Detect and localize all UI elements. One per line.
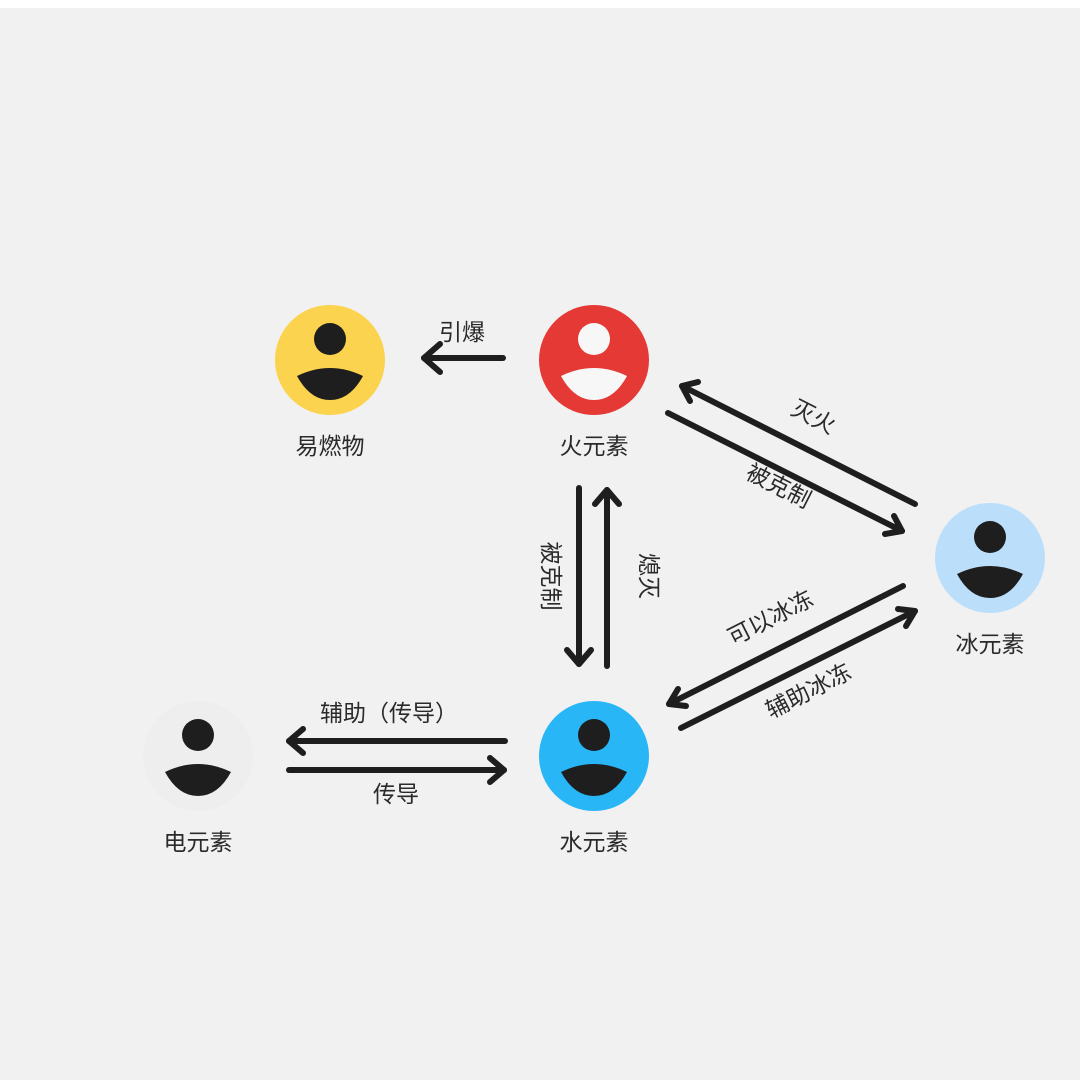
node-label-water: 水元素 xyxy=(560,830,629,856)
edge-label-assist-freeze: 辅助冰冻 xyxy=(762,659,856,724)
arrow-line xyxy=(679,383,918,507)
person-icon xyxy=(297,323,363,400)
edge-label-extinguish: 灭火 xyxy=(787,396,840,440)
node-label-electric: 电元素 xyxy=(164,830,233,856)
arrowhead-icon xyxy=(564,647,594,667)
edge-detonate: 引爆 xyxy=(421,320,506,375)
node-circle xyxy=(143,701,253,811)
node-circle xyxy=(539,701,649,811)
edge-label-conduct: 传导 xyxy=(373,782,419,808)
person-icon xyxy=(561,719,627,796)
edge-label-detonate: 引爆 xyxy=(439,320,485,346)
edge-assist-freeze: 辅助冰冻 xyxy=(678,606,918,731)
node-ice[interactable]: 冰元素 xyxy=(935,503,1045,658)
arrow-line xyxy=(665,410,905,534)
diagram-canvas: 引爆 灭火 被克制 被克制 熄灭 可以冰冻 辅助冰冻 辅助（传导 xyxy=(0,8,1080,1080)
node-circle xyxy=(539,305,649,415)
node-label-fire: 火元素 xyxy=(560,434,629,460)
node-flammable[interactable]: 易燃物 xyxy=(275,305,385,460)
arrow-line xyxy=(666,583,906,707)
edge-label-assist-conduct: 辅助（传导） xyxy=(320,701,458,727)
arrowhead-icon xyxy=(666,686,689,709)
node-fire[interactable]: 火元素 xyxy=(539,305,649,460)
edge-fire-restrained-by-ice: 被克制 xyxy=(665,410,905,537)
edge-quench: 熄灭 xyxy=(592,487,661,669)
arrowhead-icon xyxy=(679,379,701,404)
arrowhead-icon xyxy=(592,487,622,507)
edge-label-restrained-water: 被克制 xyxy=(537,542,563,611)
edge-label-can-freeze: 可以冰冻 xyxy=(724,586,818,651)
arrowhead-icon xyxy=(487,755,507,785)
person-icon xyxy=(561,323,627,400)
edge-conduct: 传导 xyxy=(286,755,507,808)
arrowhead-icon xyxy=(286,726,306,756)
element-relation-diagram: 引爆 灭火 被克制 被克制 熄灭 可以冰冻 辅助冰冻 辅助（传导 xyxy=(143,305,1045,856)
node-circle xyxy=(275,305,385,415)
node-label-flammable: 易燃物 xyxy=(296,434,365,460)
person-icon xyxy=(165,719,231,796)
node-water[interactable]: 水元素 xyxy=(539,701,649,856)
edge-fire-restrained-by-water: 被克制 xyxy=(537,485,594,667)
person-icon xyxy=(957,521,1023,598)
edge-label-quench: 熄灭 xyxy=(635,553,661,599)
arrow-line xyxy=(678,608,918,731)
node-label-ice: 冰元素 xyxy=(956,632,1025,658)
node-circle xyxy=(935,503,1045,613)
arrowhead-icon xyxy=(421,341,443,375)
arrowhead-icon xyxy=(895,606,918,629)
edge-assist-conduct: 辅助（传导） xyxy=(286,701,508,756)
arrowhead-icon xyxy=(882,513,905,537)
node-electric[interactable]: 电元素 xyxy=(143,701,253,856)
